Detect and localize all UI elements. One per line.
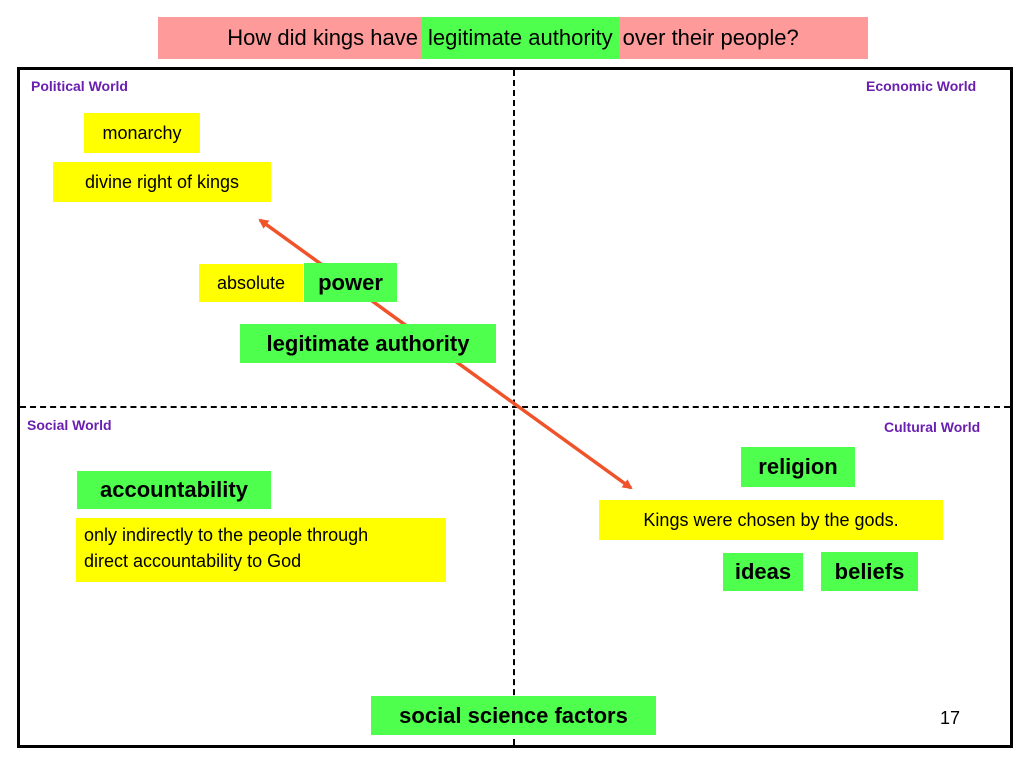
term-ideas: ideas bbox=[723, 553, 803, 591]
accountability-note: only indirectly to the people through di… bbox=[76, 518, 446, 582]
quadrant-label-cultural: Cultural World bbox=[884, 419, 981, 435]
term-legitimate-authority: legitimate authority bbox=[240, 324, 496, 363]
horizontal-divider bbox=[20, 406, 1010, 408]
accountability-note-line-1: only indirectly to the people through bbox=[84, 525, 369, 545]
quadrant-frame bbox=[17, 67, 1013, 748]
term-religion: religion bbox=[741, 447, 855, 487]
term-absolute: absolute bbox=[199, 264, 303, 302]
term-monarchy: monarchy bbox=[84, 113, 200, 153]
term-beliefs: beliefs bbox=[821, 552, 918, 591]
quadrant-label-political: Political World bbox=[31, 78, 128, 94]
title-text-before: How did kings have bbox=[227, 25, 418, 50]
title-text-after: over their people? bbox=[622, 25, 799, 50]
quadrant-label-social: Social World bbox=[27, 417, 112, 433]
slide-number: 17 bbox=[940, 708, 961, 728]
title-highlight: legitimate authority bbox=[422, 17, 619, 59]
slide-title: How did kings have legitimate authority … bbox=[158, 17, 868, 59]
quadrant-label-economic: Economic World bbox=[866, 78, 977, 94]
term-social-science-factors: social science factors bbox=[371, 696, 656, 735]
term-accountability: accountability bbox=[77, 471, 271, 509]
term-divine-right: divine right of kings bbox=[53, 162, 271, 202]
term-kings-chosen: Kings were chosen by the gods. bbox=[599, 500, 943, 540]
accountability-note-line-2: direct accountability to God bbox=[84, 551, 302, 571]
term-power: power bbox=[304, 263, 397, 302]
